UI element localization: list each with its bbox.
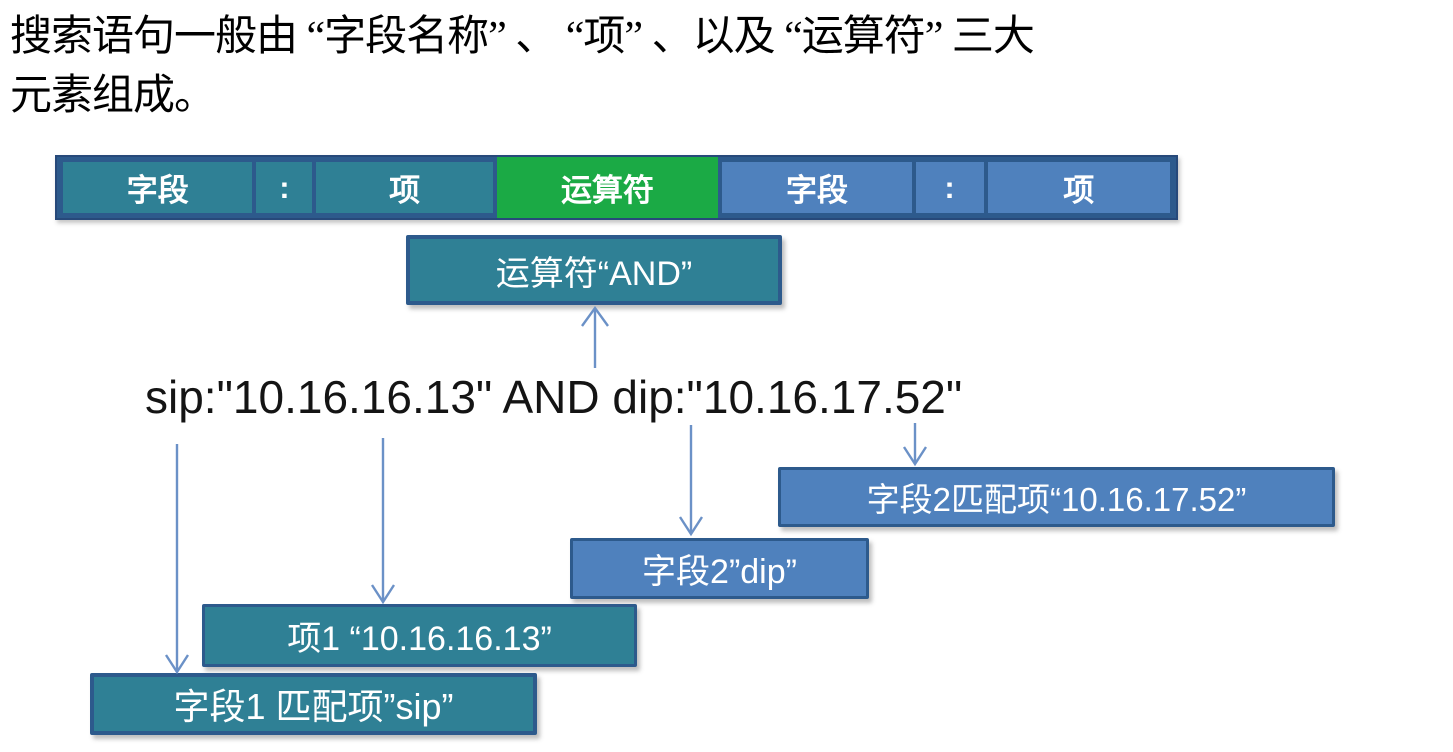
- example-query-text: sip:"10.16.16.13" AND dip:"10.16.17.52": [145, 371, 963, 423]
- heading-line-2: 元素组成。: [10, 73, 216, 119]
- arrow-dip-down-icon: [678, 425, 704, 537]
- field2-match-term-callout: 字段2匹配项“10.16.17.52”: [778, 467, 1335, 527]
- arrow-sip-down-icon: [164, 444, 190, 675]
- segment-operator: 运算符: [496, 157, 719, 218]
- syntax-structure-bar: 字段 : 项 运算符 字段 : 项: [55, 155, 1178, 220]
- segment-colon-2: :: [915, 162, 984, 213]
- heading: 搜索语句一般由 “字段名称” 、 “项” 、以及 “运算符” 三大 元素组成。: [10, 8, 1190, 126]
- arrow-term2-down-icon: [902, 423, 928, 467]
- arrow-term1-down-icon: [370, 438, 396, 605]
- segment-field-1: 字段: [63, 162, 253, 213]
- segment-term-1: 项: [316, 162, 493, 213]
- operator-and-callout: 运算符“AND”: [406, 235, 782, 305]
- field2-dip-callout: 字段2”dip”: [570, 538, 869, 599]
- field1-match-sip-callout: 字段1 匹配项”sip”: [90, 673, 537, 735]
- segment-field-2: 字段: [722, 162, 912, 213]
- heading-line-1: 搜索语句一般由 “字段名称” 、 “项” 、以及 “运算符” 三大: [10, 14, 1035, 60]
- segment-colon-1: :: [256, 162, 313, 213]
- term1-callout: 项1 “10.16.16.13”: [202, 604, 637, 667]
- arrow-and-up-icon: [581, 305, 609, 368]
- segment-term-2: 项: [987, 162, 1170, 213]
